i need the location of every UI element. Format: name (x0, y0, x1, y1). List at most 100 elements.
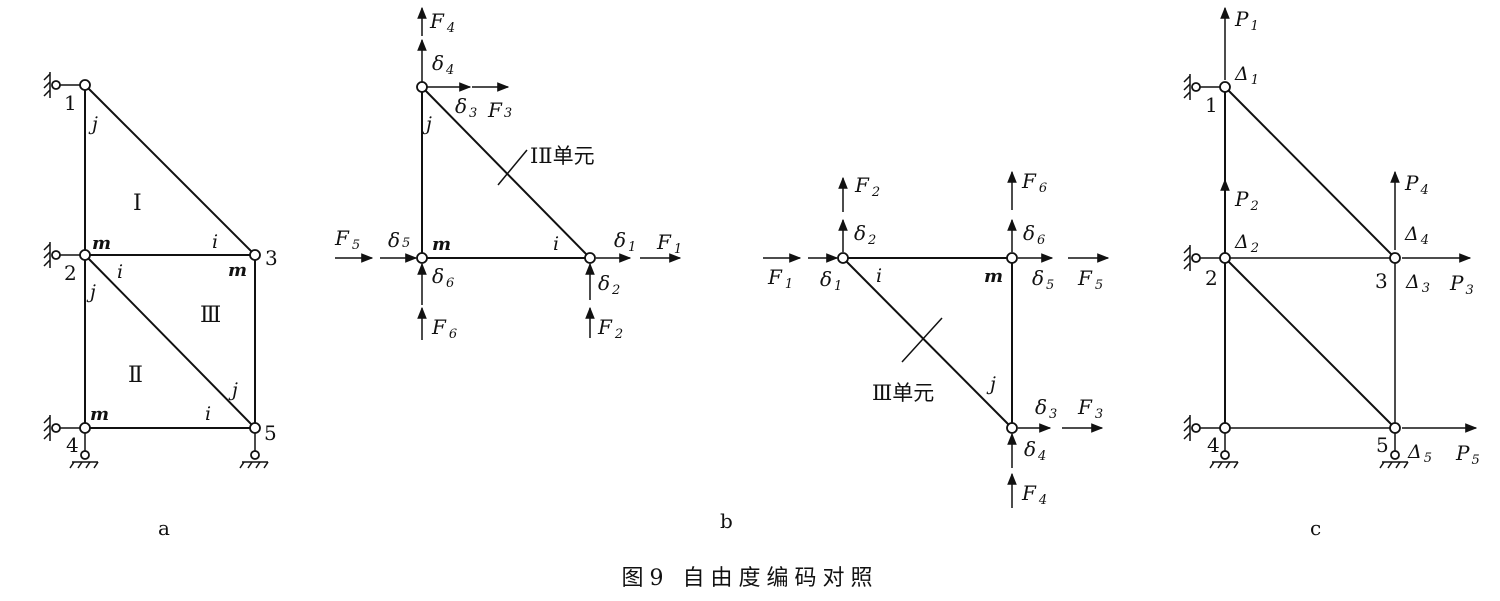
node-c-label-1: 1 (1205, 93, 1218, 117)
node-c-3 (1389, 252, 1401, 264)
node-b2-j (1006, 422, 1018, 434)
support-node-1 (43, 72, 80, 98)
label-element-3: Ⅲ单元 (872, 381, 934, 405)
element-label-2: Ⅱ (128, 363, 143, 388)
panel-label-c: c (1310, 516, 1321, 540)
member-1-3 (84, 84, 256, 256)
node-c-5 (1389, 422, 1401, 434)
member-c-1-3 (1224, 86, 1396, 259)
local-i-elem1: i (212, 231, 218, 253)
support-node-4 (43, 415, 99, 469)
member-b2-ij (842, 257, 1013, 429)
node-4 (79, 422, 91, 434)
support-node-2 (43, 242, 80, 268)
label-element-1-2: ⅠⅡ单元 (530, 144, 595, 168)
node-b1-i (584, 252, 596, 264)
node-1 (79, 79, 91, 91)
element-label-3: Ⅲ (200, 303, 221, 328)
node-2 (79, 249, 91, 261)
node-b2-m (1006, 252, 1018, 264)
node-label-1: 1 (64, 91, 77, 115)
node-label-2: 2 (64, 261, 77, 285)
local-j-elem1: j (88, 113, 98, 135)
node-c-label-2: 2 (1205, 266, 1218, 290)
member-b1-ji (421, 86, 591, 259)
node-c-label-5: 5 (1376, 433, 1389, 457)
member-2-5 (84, 254, 256, 429)
label-b2-j: j (986, 373, 996, 395)
label-b1-j: j (422, 113, 432, 135)
node-c-4 (1219, 422, 1231, 434)
element-label-1: Ⅰ (133, 191, 142, 216)
support-c-node-4 (1183, 415, 1239, 469)
support-node-5 (239, 432, 269, 469)
support-c-node-2 (1183, 245, 1220, 271)
label-b1-m: m (432, 234, 451, 255)
figure-caption: 图9 自由度编码对照 (621, 566, 879, 591)
local-i-elem2: i (205, 403, 211, 425)
label-b1-i: i (553, 233, 559, 255)
node-3 (249, 249, 261, 261)
node-label-4: 4 (66, 433, 79, 457)
node-b1-m (416, 252, 428, 264)
node-c-2 (1219, 252, 1231, 264)
panel-label-b: b (720, 509, 733, 533)
node-c-label-4: 4 (1207, 433, 1220, 457)
local-j-elem3: j (228, 379, 238, 401)
node-c-label-3: 3 (1375, 269, 1388, 293)
leader-b1 (497, 149, 528, 186)
node-b2-i (837, 252, 849, 264)
node-5 (249, 422, 261, 434)
node-label-3: 3 (265, 246, 278, 270)
local-m-elem1: m (92, 233, 111, 254)
node-label-5: 5 (264, 421, 277, 445)
leader-b2 (901, 317, 943, 363)
node-b1-j (416, 81, 428, 93)
local-m-elem2: m (90, 404, 109, 425)
local-m-elem3: m (228, 260, 247, 281)
label-b2-m: m (984, 266, 1003, 287)
local-j-elem2: j (86, 281, 96, 303)
label-b2-i: i (876, 265, 882, 287)
support-c-node-5 (1379, 432, 1409, 469)
node-c-1 (1219, 81, 1231, 93)
support-c-node-1 (1183, 74, 1220, 100)
panel-a: 1 2 3 4 5 Ⅰ Ⅱ Ⅲ j m i i m j j m i a (43, 72, 278, 540)
panel-label-a: a (158, 516, 170, 540)
